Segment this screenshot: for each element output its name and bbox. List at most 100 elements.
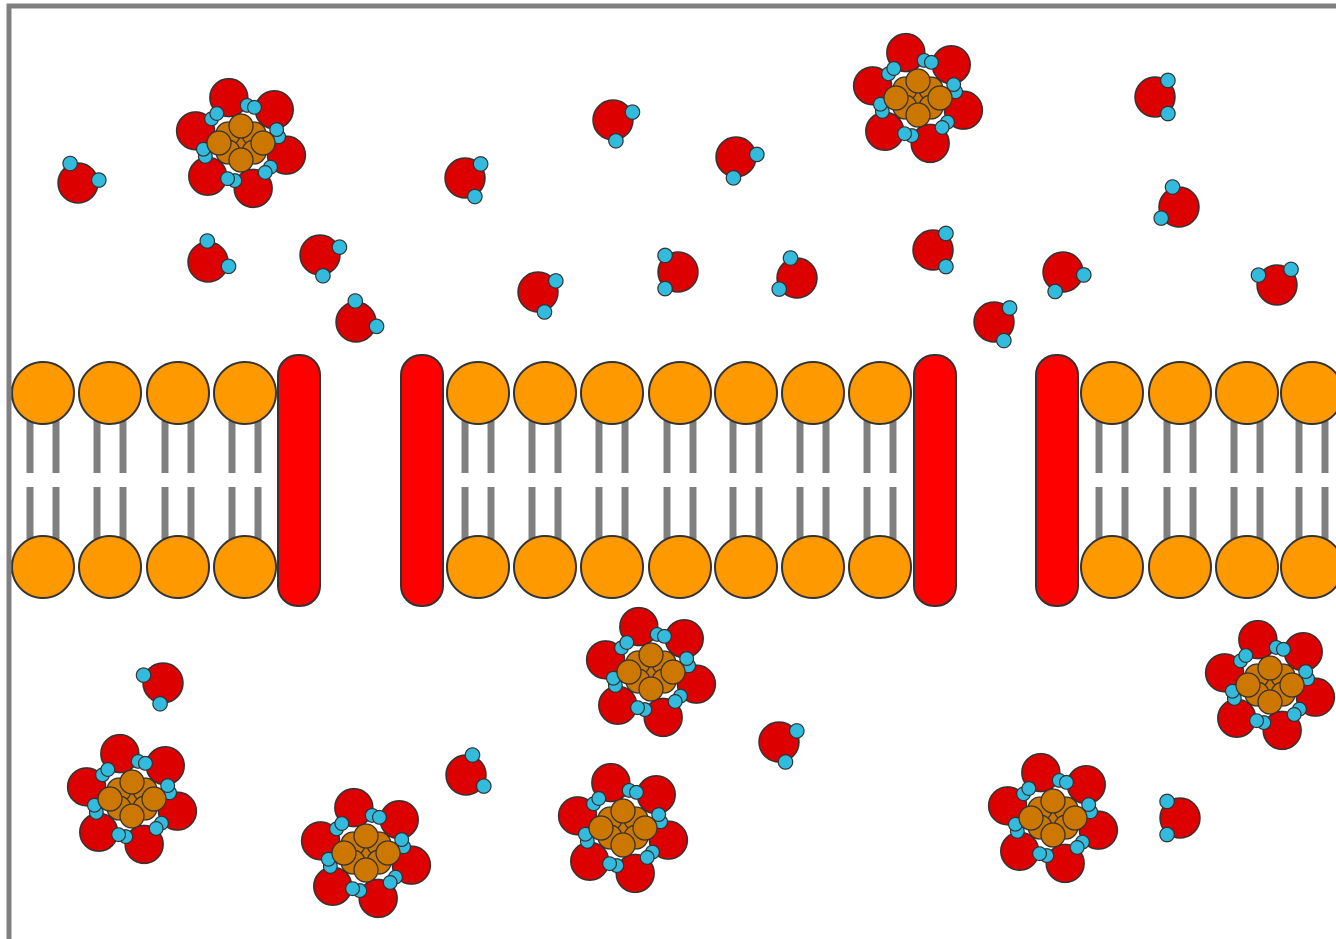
solute-particle (1041, 789, 1065, 813)
hydrogen-atom (630, 785, 644, 799)
lipid-head (1149, 536, 1211, 598)
hydrogen-atom (136, 668, 150, 682)
solute-particle (611, 799, 635, 823)
hydrogen-atom (373, 810, 387, 824)
hydrogen-atom (1002, 301, 1016, 315)
lipid-head (12, 362, 74, 424)
hydrogen-atom (772, 282, 786, 296)
lipid-head (514, 536, 576, 598)
hydrogen-atom (1161, 73, 1175, 87)
hydrogen-atom (465, 748, 479, 762)
hydrogen-atom (473, 157, 487, 171)
solute-particle (142, 787, 166, 811)
hydrogen-atom (1287, 708, 1301, 722)
hydrogen-atom (778, 755, 792, 769)
hydrogen-atom (1022, 782, 1036, 796)
hydrogen-atom (1077, 268, 1091, 282)
solute-particle (884, 86, 908, 110)
hydrogen-atom (592, 792, 606, 806)
solute-particle (611, 833, 635, 857)
channel-protein (278, 355, 320, 606)
lipid-head (12, 536, 74, 598)
hydrogen-atom (658, 629, 672, 643)
hydrogen-atom (658, 281, 672, 295)
hydrogen-atom (1033, 847, 1047, 861)
lipid-head (79, 536, 141, 598)
hydrogen-atom (200, 234, 214, 248)
solute-particle (928, 86, 952, 110)
solute-particle (120, 770, 144, 794)
solute-particle (229, 148, 253, 172)
hydrogen-atom (1251, 268, 1265, 282)
lipid-head (447, 536, 509, 598)
hydrogen-atom (790, 724, 804, 738)
hydrogen-atom (925, 55, 939, 69)
solute-particle (251, 131, 275, 155)
hydrogen-atom (1284, 262, 1298, 276)
solute-particle (1063, 806, 1087, 830)
solute-particle (229, 114, 253, 138)
hydrogen-atom (887, 62, 901, 76)
solute-particle (1041, 823, 1065, 847)
lipid-head (214, 536, 276, 598)
hydrogen-atom (383, 876, 397, 890)
hydrogen-atom (221, 259, 235, 273)
lipid-head (147, 362, 209, 424)
hydrogen-atom (1154, 211, 1168, 225)
hydrogen-atom (620, 636, 634, 650)
hydrogen-atom (92, 173, 106, 187)
channel-protein (914, 355, 956, 606)
hydrogen-atom (332, 240, 346, 254)
lipid-head (715, 536, 777, 598)
lipid-head (147, 536, 209, 598)
hydrogen-atom (348, 294, 362, 308)
hydrogen-atom (726, 171, 740, 185)
hydrogen-atom (1239, 649, 1253, 663)
solute-particle (906, 69, 930, 93)
solute-particle (633, 816, 657, 840)
lipid-head (514, 362, 576, 424)
lipid-head (1149, 362, 1211, 424)
solute-particle (332, 841, 356, 865)
lipid-head (447, 362, 509, 424)
hydrogen-atom (609, 134, 623, 148)
lipid-head (1281, 536, 1336, 598)
hydrogen-atom (939, 259, 953, 273)
solute-particle (617, 660, 641, 684)
hydrogen-atom (1165, 180, 1179, 194)
lipid-head (1281, 362, 1336, 424)
solute-particle (1258, 690, 1282, 714)
hydrogen-atom (1070, 841, 1084, 855)
hydrogen-atom (898, 127, 912, 141)
solute-particle (1258, 656, 1282, 680)
hydrogen-atom (101, 763, 115, 777)
hydrogen-atom (1160, 794, 1174, 808)
lipid-head (1216, 362, 1278, 424)
solute-particle (639, 677, 663, 701)
lipid-head (1216, 536, 1278, 598)
solute-particle (1236, 673, 1260, 697)
hydrogen-atom (346, 882, 360, 896)
lipid-head (581, 362, 643, 424)
lipid-head (715, 362, 777, 424)
hydrogen-atom (153, 697, 167, 711)
channel-protein (401, 355, 443, 606)
lipid-head (782, 536, 844, 598)
hydrogen-atom (1060, 775, 1074, 789)
solute-particle (906, 103, 930, 127)
hydrogen-atom (935, 121, 949, 135)
hydrogen-atom (537, 305, 551, 319)
hydrogen-atom (997, 333, 1011, 347)
solute-particle (639, 643, 663, 667)
channel-protein (1036, 355, 1078, 606)
hydrogen-atom (468, 189, 482, 203)
hydrogen-atom (658, 248, 672, 262)
hydrogen-atom (369, 319, 383, 333)
lipid-head (79, 362, 141, 424)
hydrogen-atom (668, 695, 682, 709)
lipid-head (1081, 536, 1143, 598)
hydrogen-atom (258, 166, 272, 180)
hydrogen-atom (63, 156, 77, 170)
solute-particle (661, 660, 685, 684)
